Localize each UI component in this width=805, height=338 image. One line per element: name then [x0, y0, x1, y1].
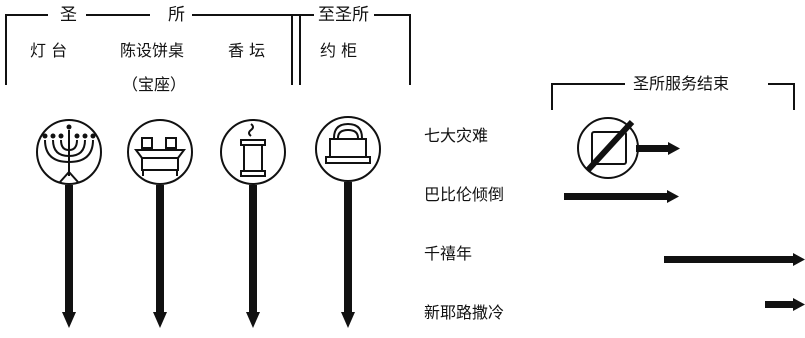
lampstand-shaft-head	[62, 312, 76, 328]
sanctuary-ends-label: 圣所服务结束	[633, 74, 730, 93]
throne-note-label: （宝座）	[122, 75, 187, 94]
event-label-babylon: 巴比伦倾倒	[424, 185, 505, 204]
menorah-icon	[42, 124, 96, 183]
holy-of-holies-label: 至圣所	[318, 5, 369, 25]
incense-altar-label: 香 坛	[228, 41, 266, 60]
lampstand-label: 灯 台	[30, 41, 68, 60]
altar-shaft	[249, 185, 257, 313]
lampstand-shaft	[65, 185, 73, 313]
showbread-table-label: 陈设饼桌	[120, 41, 185, 60]
ark-icon	[325, 122, 371, 164]
sanctuary-ends-bracket	[551, 83, 795, 110]
holy-place-label-1: 圣	[60, 5, 77, 25]
new-jerusalem-arrow-bar	[765, 301, 793, 308]
holy-place-label-2: 所	[168, 5, 185, 25]
event-label-millennium: 千禧年	[424, 244, 473, 263]
millennium-arrow-bar	[664, 256, 794, 263]
closed-sanctuary-icon	[577, 117, 639, 179]
holy-place-bracket	[5, 14, 301, 85]
babylon-arrow-head	[667, 190, 679, 203]
altar-icon	[240, 123, 266, 177]
holy-of-holies-bracket	[291, 14, 411, 85]
ark-shaft	[344, 182, 352, 313]
babylon-arrow-bar	[564, 193, 667, 200]
new-jerusalem-arrow-head	[793, 298, 805, 311]
ark-shaft-head	[341, 312, 355, 328]
millennium-arrow-head	[793, 253, 805, 266]
event-label-new-jerusalem: 新耶路撒冷	[424, 303, 505, 322]
plagues-arrow-head	[668, 142, 680, 155]
table-shaft	[156, 185, 164, 313]
event-label-plagues: 七大灾难	[424, 126, 489, 145]
plagues-arrow-bar	[636, 145, 668, 152]
table-shaft-head	[153, 312, 167, 328]
ark-label: 约 柜	[320, 41, 358, 60]
table-icon	[134, 137, 186, 176]
altar-shaft-head	[246, 312, 260, 328]
